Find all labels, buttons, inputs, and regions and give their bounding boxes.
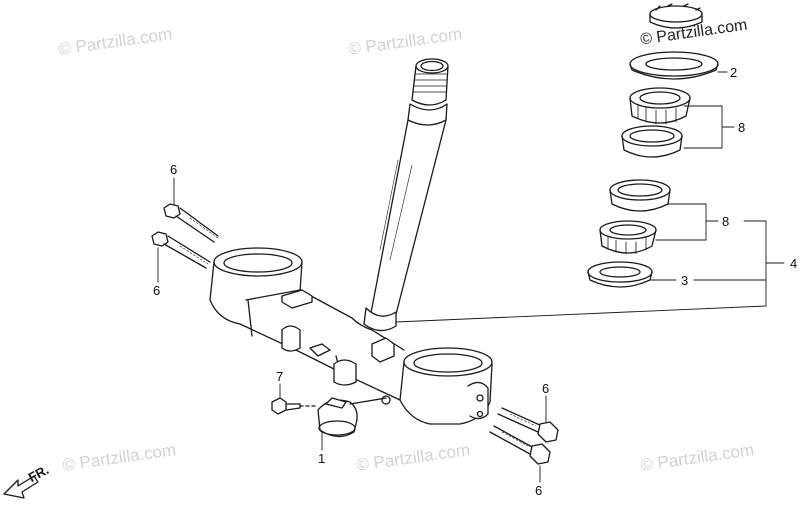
cable-clamp <box>317 397 387 438</box>
upper-bearing <box>629 87 691 125</box>
lower-triple-clamp <box>209 247 493 425</box>
dust-seal-part-2 <box>629 51 719 80</box>
upper-race <box>621 125 683 158</box>
leader-lines <box>157 71 785 483</box>
front-direction-arrow <box>3 475 39 499</box>
bolt-part-7 <box>271 397 319 415</box>
callout-7: 7 <box>276 369 284 384</box>
callout-4: 4 <box>790 256 798 271</box>
lower-race <box>609 179 671 212</box>
callout-8-upper: 8 <box>738 120 746 135</box>
callout-1: 1 <box>318 451 326 466</box>
callout-2: 2 <box>730 65 738 80</box>
callout-6-upper-left: 6 <box>170 162 178 177</box>
bolt-part-6-lower-left <box>151 231 211 269</box>
callout-6-lower-left: 6 <box>153 283 161 298</box>
lock-nut <box>649 3 703 29</box>
lower-bearing <box>599 220 657 255</box>
callout-3: 3 <box>681 273 689 288</box>
callout-8-lower: 8 <box>722 214 730 229</box>
callout-6-lower-right: 6 <box>535 483 543 498</box>
dust-seal-part-3 <box>587 261 653 288</box>
bolt-part-6-upper-right <box>497 407 559 443</box>
bolt-part-6-lower-right <box>489 425 551 465</box>
bolt-part-6-upper-left <box>163 203 219 243</box>
steering-stem <box>363 58 449 332</box>
callout-6-upper-right: 6 <box>542 381 550 396</box>
